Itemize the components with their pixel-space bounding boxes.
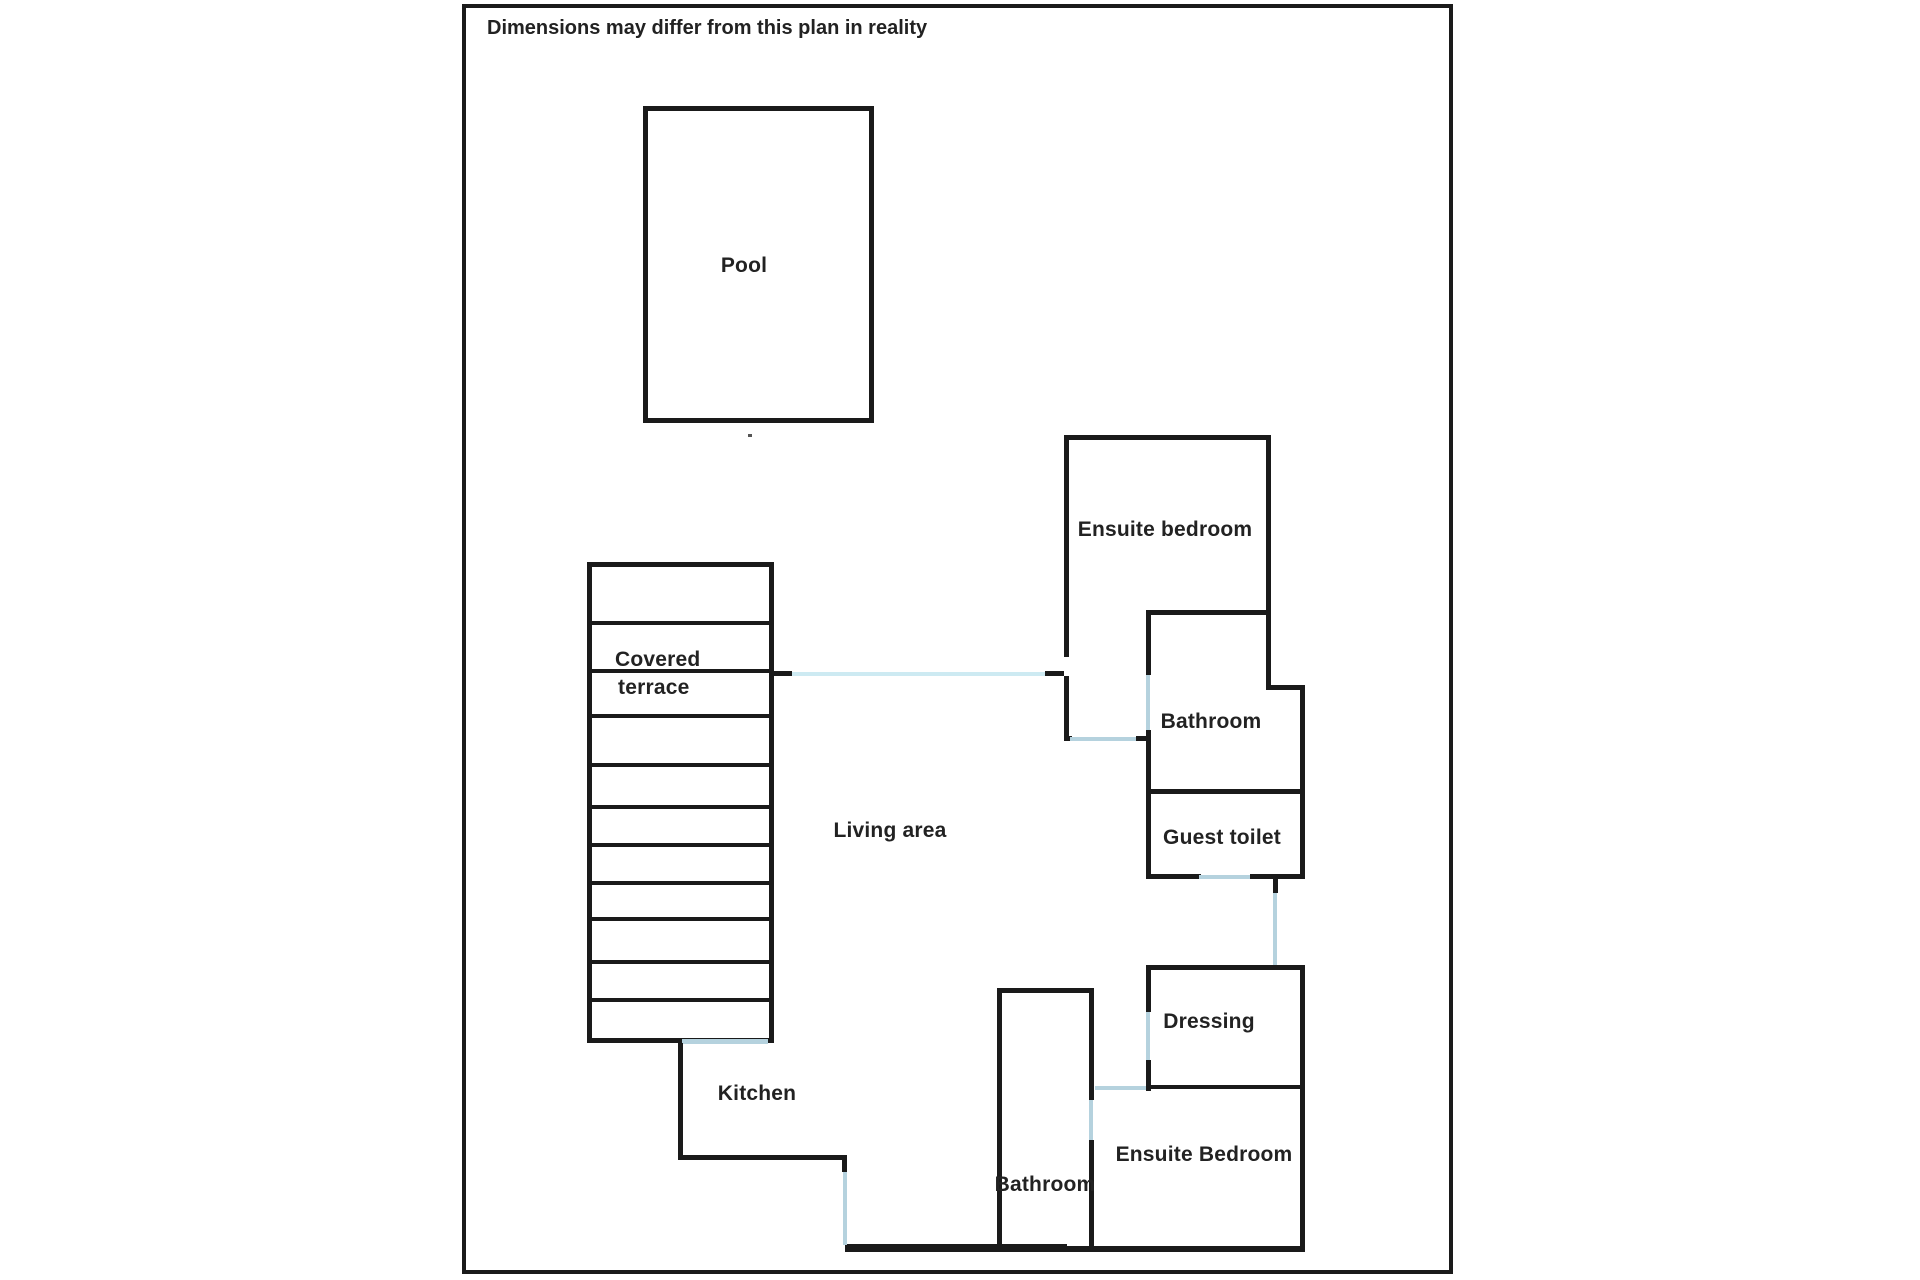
terrace-slat (587, 843, 774, 847)
terrace-slat (587, 917, 774, 921)
ensuite1-bottom-stub (1136, 736, 1148, 741)
guest-toilet-divider-wall (1146, 789, 1305, 794)
terrace-bedroom-connector (792, 672, 1045, 676)
terrace-slat (587, 998, 774, 1002)
pool-outline (643, 106, 874, 423)
living-area-label: Living area (833, 819, 947, 842)
disclaimer-text: Dimensions may differ from this plan in … (487, 17, 928, 39)
ensuite1-right-wall (1266, 435, 1271, 689)
bathroom1-right-wall (1300, 685, 1305, 879)
plan-border (462, 4, 1453, 1274)
right-outer-wall (1300, 965, 1305, 1252)
guest-toilet-bottom-door (1199, 875, 1252, 879)
stray-mark (748, 434, 752, 437)
terrace-slat (587, 621, 774, 625)
bathroom1-door (1146, 675, 1150, 730)
dressing-left-wall-lower (1146, 1060, 1151, 1091)
ensuite1-bottom-door (1070, 737, 1138, 741)
terrace-slat (587, 881, 774, 885)
terrace-slat (587, 669, 774, 673)
covered-terrace-label-line2: terrace (618, 676, 690, 699)
bathroom2-door (1089, 1100, 1093, 1140)
ensuite1-bottom-corner (1064, 736, 1072, 741)
ensuite-bedroom-bottom-label: Ensuite Bedroom (1115, 1143, 1293, 1166)
guest-toilet-bottom-wall-left (1146, 874, 1201, 879)
ensuite1-left-wall-upper (1064, 435, 1069, 657)
bathroom1-left-wall-upper (1146, 610, 1151, 675)
kitchen-stub (842, 1160, 847, 1172)
bottom-wall (1067, 1246, 1305, 1252)
ensuite-bedroom-top-label: Ensuite bedroom (1077, 518, 1253, 541)
guest-toilet-bottom-wall-right (1250, 874, 1305, 879)
dressing-bedroom-divider (1146, 1085, 1305, 1089)
dressing-top-wall (1146, 965, 1305, 970)
covered-terrace-label-line1: Covered (615, 648, 701, 671)
terrace-slat (587, 805, 774, 809)
dressing-label: Dressing (1163, 1010, 1255, 1033)
connector-stub-left (774, 671, 792, 676)
ensuite1-left-wall-lower (1064, 676, 1069, 741)
bathroom2-right-wall-lower (1089, 1140, 1094, 1252)
bathroom-bottom-label: Bathroom (994, 1173, 1096, 1196)
terrace-kitchen-door (682, 1039, 768, 1044)
hall-stub (1273, 879, 1278, 893)
bathroom2-left-wall (997, 988, 1002, 1252)
bottom-wall-thick (845, 1244, 1067, 1252)
kitchen-label: Kitchen (717, 1082, 797, 1105)
pool-label: Pool (720, 254, 768, 277)
kitchen-bottom-wall (678, 1155, 847, 1160)
dressing-door (1146, 1012, 1150, 1060)
bathroom-top-label: Bathroom (1160, 710, 1262, 733)
kitchen-left-wall (678, 1043, 683, 1160)
bathroom1-left-wall-lower (1146, 730, 1151, 879)
terrace-slat (587, 763, 774, 767)
guest-toilet-label: Guest toilet (1163, 826, 1281, 849)
terrace-slat (587, 714, 774, 718)
kitchen-hall-door (843, 1172, 847, 1245)
bathroom2-top-wall (997, 988, 1094, 993)
bathroom1-top-wall (1146, 610, 1271, 615)
dressing-left-wall-upper (1146, 965, 1151, 1012)
hall-connector (1273, 893, 1277, 967)
terrace-slat (587, 960, 774, 964)
covered-terrace-outline (587, 562, 774, 1043)
bathroom2-right-wall-upper (1089, 988, 1094, 1100)
ensuite2-door (1095, 1086, 1146, 1090)
bathroom1-step-wall (1266, 685, 1305, 690)
ensuite1-top-wall (1064, 435, 1271, 440)
connector-stub-right (1045, 671, 1064, 676)
